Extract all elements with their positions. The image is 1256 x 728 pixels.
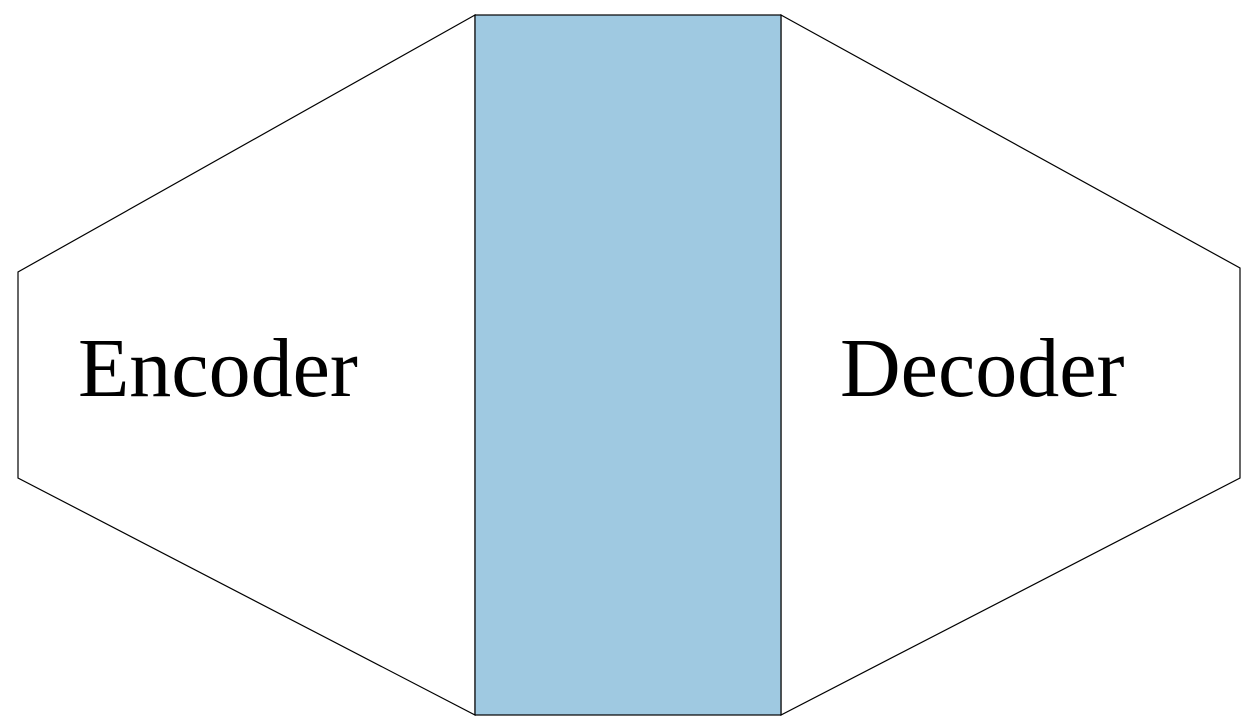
- bottleneck-block: [474, 14, 782, 716]
- decoder-label: Decoder: [840, 322, 1125, 415]
- encoder-label: Encoder: [78, 322, 358, 415]
